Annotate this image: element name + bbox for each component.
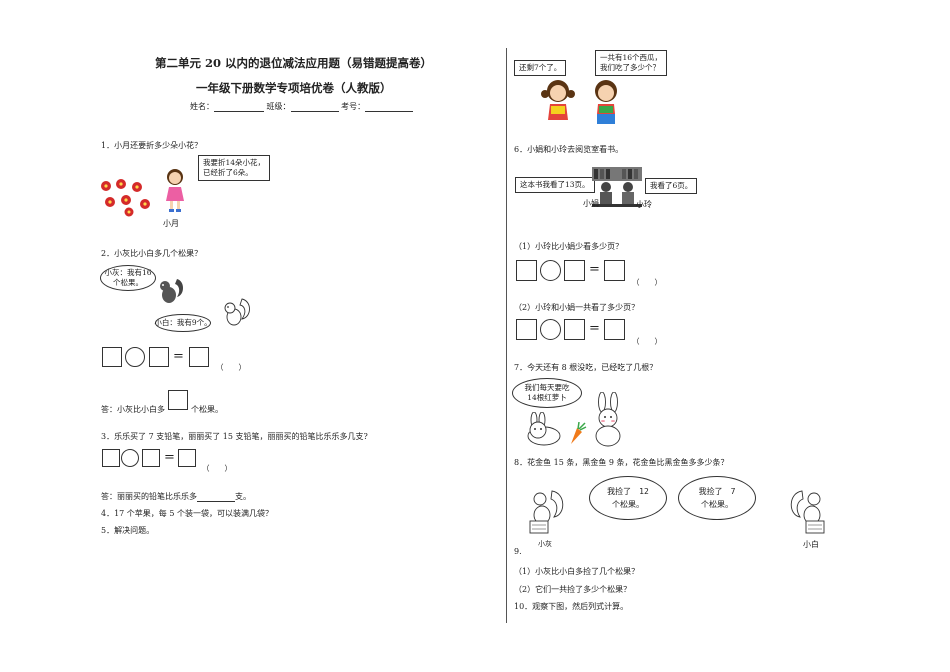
squirrel-xiaobai-with-basket bbox=[790, 490, 825, 534]
number-label: 考号： bbox=[341, 102, 366, 111]
q9-sub1: （1）小灰比小白多捡了几个松果？ bbox=[514, 567, 640, 576]
question-2: 2．小灰比小白多几个松果？ bbox=[101, 249, 203, 258]
q6-bubble-right: 我看了6页。 bbox=[645, 178, 698, 194]
q2-bubble-xiaohui: 小灰：我有16 个松果。 bbox=[100, 265, 156, 291]
q6a-box-result[interactable] bbox=[604, 260, 625, 281]
q3-answer: 答：丽丽买的铅笔比乐乐多 支。 bbox=[101, 491, 251, 502]
q6-sub2: （2）小玲和小娟一共看了多少页？ bbox=[514, 303, 640, 312]
q3-circle-operator[interactable] bbox=[121, 449, 139, 467]
q3-answer-blank[interactable] bbox=[197, 501, 235, 502]
q7-bubble-line1: 我们每天要吃 bbox=[524, 383, 570, 392]
q2-box-result[interactable] bbox=[189, 347, 209, 367]
q7-bubble-line2: 14根红萝卜 bbox=[527, 393, 567, 402]
page-subtitle: 一年级下册数学专项培优卷（人教版） bbox=[196, 81, 392, 95]
xiaobai-name: 小白 bbox=[803, 540, 819, 549]
top-bubble-right-line2: 我们吃了多少个？ bbox=[600, 63, 660, 72]
q1-bubble-line2: 已经折了6朵。 bbox=[203, 168, 253, 177]
question-4: 4．17 个苹果，每 5 个装一袋，可以装满几袋？ bbox=[101, 509, 273, 518]
q6b-equals: = bbox=[589, 321, 600, 336]
q6b-box-result[interactable] bbox=[604, 319, 625, 340]
page-title: 第二单元 20 以内的退位减法应用题（易错题提高卷） bbox=[155, 56, 433, 70]
question-7: 7．今天还有 8 根没吃，已经吃了几根？ bbox=[514, 363, 658, 372]
q6-sub1: （1）小玲比小娟少看多少页？ bbox=[514, 242, 624, 251]
question-8: 8．花金鱼 15 条，黑金鱼 9 条，花金鱼比黑金鱼多多少条？ bbox=[514, 458, 729, 467]
carrot-icon bbox=[571, 422, 587, 444]
q3-equals: = bbox=[164, 450, 175, 465]
q6a-box-1[interactable] bbox=[516, 260, 537, 281]
q2-answer-pre: 答：小灰比小白多 bbox=[101, 405, 165, 414]
xiaojuan-name: 小娟 bbox=[583, 199, 599, 208]
q3-answer-pre: 答：丽丽买的铅笔比乐乐多 bbox=[101, 492, 197, 501]
reading-room-scene bbox=[592, 167, 642, 207]
q1-bubble-line1: 我要折14朵小花， bbox=[203, 158, 266, 167]
question-3: 3．乐乐买了 7 支铅笔，丽丽买了 15 支铅笔，丽丽买的铅笔比乐乐多几支? bbox=[101, 432, 368, 441]
top-bubble-right: 一共有16个西瓜， 我们吃了多少个？ bbox=[595, 50, 668, 76]
q8-cloud-left-line1: 我捡了 12 bbox=[607, 487, 649, 496]
q2-bubble-a-line2: 个松果。 bbox=[113, 278, 143, 287]
q6b-box-1[interactable] bbox=[516, 319, 537, 340]
big-rabbit-icon bbox=[595, 392, 621, 447]
class-field[interactable] bbox=[290, 111, 339, 112]
q3-unit-paren: （ ） bbox=[202, 464, 232, 473]
gray-squirrel-icon bbox=[160, 279, 183, 303]
name-field[interactable] bbox=[214, 111, 264, 112]
q6a-paren: （ ） bbox=[632, 278, 662, 287]
girl-eating-watermelon-figure bbox=[541, 80, 575, 120]
flowers-illustration bbox=[101, 179, 150, 217]
small-rabbit-icon bbox=[527, 412, 561, 446]
question-1: 1．小月还要折多少朵小花？ bbox=[101, 141, 203, 150]
class-label: 班级： bbox=[266, 102, 291, 111]
q8-cloud-right: 我捡了 7 个松果。 bbox=[678, 476, 756, 520]
question-10: 10．观察下图，然后列式计算。 bbox=[514, 602, 629, 611]
q6a-equals: = bbox=[589, 262, 600, 277]
q2-unit-paren: （ ） bbox=[216, 363, 246, 372]
q2-bubble-b-text: 小白：我有9个。 bbox=[154, 318, 212, 327]
q2-equals: = bbox=[173, 349, 184, 364]
q2-bubble-xiaobai: 小白：我有9个。 bbox=[154, 314, 212, 332]
q3-answer-post: 支。 bbox=[235, 492, 251, 501]
girl-xiaoyue-figure bbox=[166, 169, 184, 212]
q8-cloud-left-line2: 个松果。 bbox=[612, 500, 644, 509]
q3-box-1[interactable] bbox=[102, 449, 120, 467]
top-bubble-left: 还剩7个了。 bbox=[514, 60, 567, 76]
q3-box-2[interactable] bbox=[142, 449, 160, 467]
q8-cloud-right-line1: 我捡了 7 bbox=[698, 487, 736, 496]
q6b-circle-operator[interactable] bbox=[540, 319, 561, 340]
boy-eating-watermelon-figure bbox=[595, 80, 617, 124]
question-6: 6．小娟和小玲去阅览室看书。 bbox=[514, 145, 624, 154]
q2-box-2[interactable] bbox=[149, 347, 169, 367]
number-field[interactable] bbox=[365, 111, 414, 112]
q8-cloud-right-line2: 个松果。 bbox=[701, 500, 733, 509]
q6a-circle-operator[interactable] bbox=[540, 260, 561, 281]
q2-bubble-a-line1: 小灰：我有16 bbox=[104, 268, 152, 277]
q7-speech-bubble: 我们每天要吃 14根红萝卜 bbox=[512, 378, 582, 408]
xiaoling-name: 小玲 bbox=[636, 200, 652, 209]
white-squirrel-icon bbox=[224, 298, 250, 326]
q6-bubble-left: 这本书我看了13页。 bbox=[515, 177, 595, 193]
xiaoyue-name: 小月 bbox=[163, 219, 179, 228]
squirrel-xiaohui-with-basket bbox=[529, 490, 564, 534]
q8-cloud-left: 我捡了 12 个松果。 bbox=[589, 476, 667, 520]
question-5: 5．解决问题。 bbox=[101, 526, 155, 535]
q6a-box-2[interactable] bbox=[564, 260, 585, 281]
column-divider bbox=[506, 48, 507, 623]
xiaohui-name: 小灰 bbox=[538, 540, 552, 548]
q6b-paren: （ ） bbox=[632, 337, 662, 346]
q2-box-1[interactable] bbox=[102, 347, 122, 367]
q9-sub2: （2）它们一共捡了多少个松果？ bbox=[514, 585, 632, 594]
top-bubble-right-line1: 一共有16个西瓜， bbox=[600, 53, 663, 62]
q1-speech-bubble: 我要折14朵小花， 已经折了6朵。 bbox=[198, 155, 271, 181]
q2-answer-box[interactable] bbox=[168, 390, 188, 410]
question-9: 9. bbox=[514, 547, 522, 556]
q6b-box-2[interactable] bbox=[564, 319, 585, 340]
q2-answer-post: 个松果。 bbox=[191, 405, 223, 414]
q3-box-result[interactable] bbox=[178, 449, 196, 467]
name-label: 姓名： bbox=[190, 102, 214, 111]
student-info-line: 姓名： 班级： 考号： bbox=[190, 101, 414, 112]
q2-circle-operator[interactable] bbox=[125, 347, 145, 367]
